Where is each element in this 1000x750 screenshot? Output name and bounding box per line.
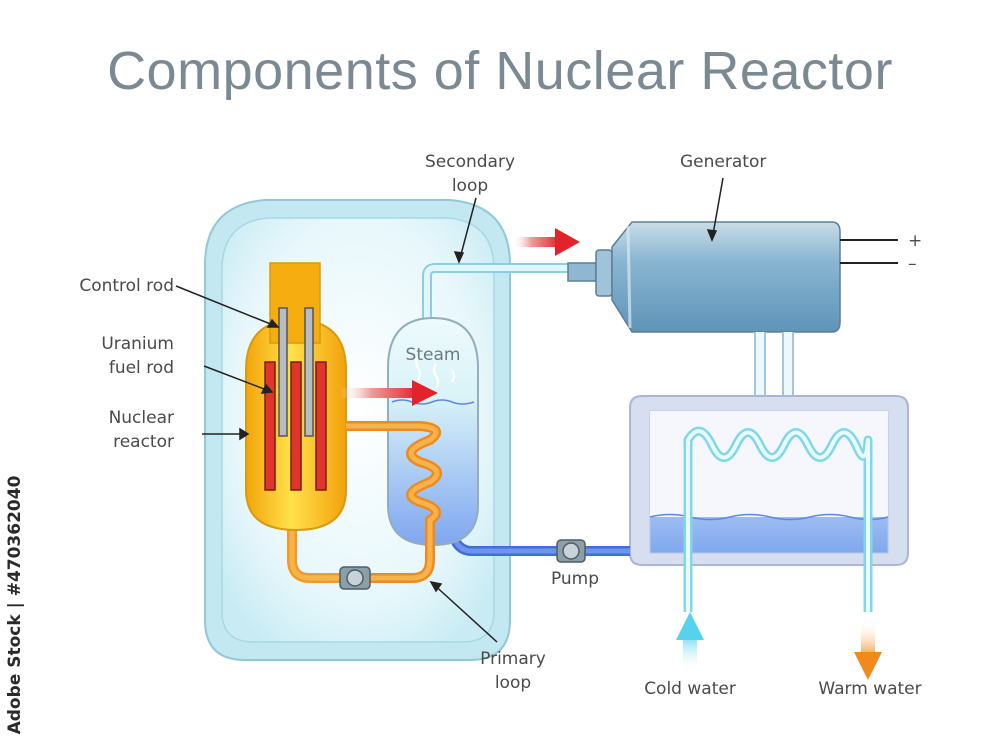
minus-terminal-label: – — [908, 254, 917, 274]
uranium-fuel-rods — [264, 361, 327, 491]
stock-watermark: Adobe Stock | #470362040 — [5, 475, 25, 735]
nuclear-reactor-label: Nuclear reactor — [108, 408, 174, 452]
generator-label: Generator — [680, 152, 767, 172]
control-rods — [278, 307, 314, 437]
pump-label: Pump — [550, 569, 600, 589]
heat-transfer-arrow — [340, 380, 438, 406]
secondary-loop-label: Secondary loop — [424, 152, 516, 196]
primary-pump-icon — [339, 566, 371, 590]
warm-water-arrow — [854, 620, 882, 680]
cold-water-label: Cold water — [644, 679, 736, 699]
cold-water-arrow — [676, 612, 704, 672]
page-title: Components of Nuclear Reactor — [107, 41, 893, 101]
steam-label: Steam — [405, 345, 461, 365]
generator — [567, 221, 898, 333]
condenser — [629, 395, 909, 612]
secondary-loop-pipe — [422, 263, 575, 330]
control-rod-label: Control rod — [79, 276, 174, 296]
generator-condenser-pipes — [754, 332, 794, 396]
primary-loop-pipe — [346, 421, 442, 583]
warm-water-label: Warm water — [818, 679, 922, 699]
secondary-pump-icon — [556, 539, 586, 563]
primary-loop-label: Primary loop — [480, 649, 546, 693]
plus-terminal-label: + — [908, 231, 923, 251]
leader-lines — [175, 177, 724, 643]
uranium-fuel-rod-label: Uranium fuel rod — [101, 334, 174, 378]
steam-flow-arrow — [512, 228, 580, 256]
